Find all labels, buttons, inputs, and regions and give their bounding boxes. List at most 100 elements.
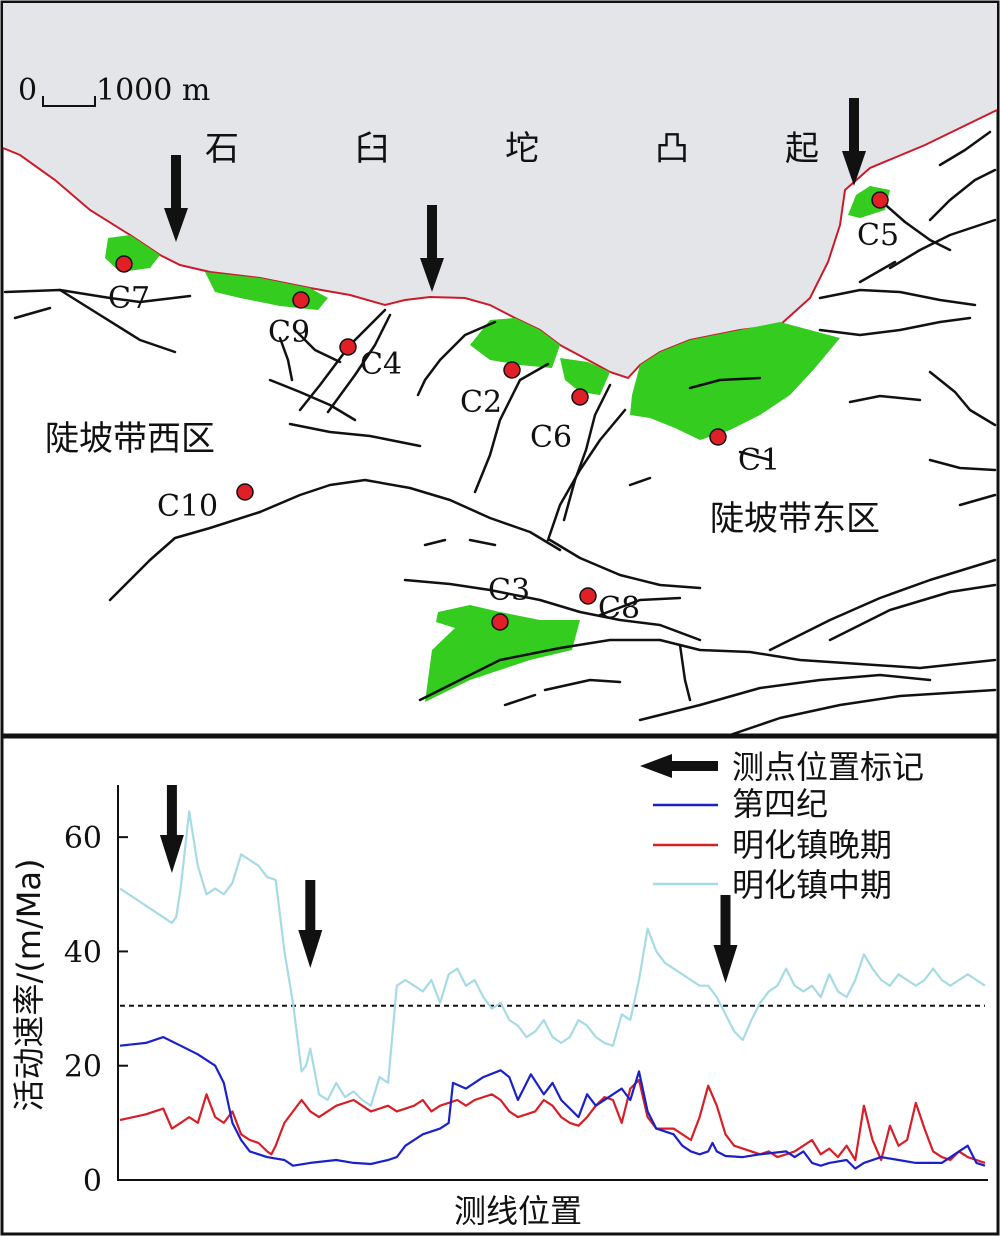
arrow-down-icon <box>420 205 444 292</box>
svg-text:C7: C7 <box>108 281 150 316</box>
svg-text:C1: C1 <box>738 443 780 478</box>
fault-line <box>468 538 497 547</box>
legend-label: 第四纪 <box>732 785 828 823</box>
svg-text:C5: C5 <box>857 218 899 253</box>
uplift-label-char: 起 <box>785 129 819 169</box>
fault-line <box>818 316 972 337</box>
sample-point-c10: C10 <box>157 483 254 524</box>
fault-line <box>423 538 447 547</box>
uplift-area <box>3 3 997 378</box>
scale-bar-line <box>42 96 96 107</box>
fault-line <box>562 383 612 522</box>
fault-line <box>326 313 392 414</box>
y-tick-label: 0 <box>83 1164 102 1199</box>
y-tick-label: 60 <box>64 821 102 856</box>
fault-line <box>403 578 702 642</box>
fault-line <box>278 336 294 382</box>
west-zone-label: 陡坡带西区 <box>45 419 215 459</box>
sample-point-c5: C5 <box>857 191 899 253</box>
svg-text:C2: C2 <box>460 385 502 420</box>
fault-line <box>828 583 997 642</box>
fault-line <box>298 308 387 412</box>
uplift-label-char: 坨 <box>505 129 539 169</box>
fault-line <box>818 288 977 307</box>
fault-line <box>543 678 622 692</box>
fault-line <box>418 638 662 702</box>
chart-frame <box>0 735 1000 1236</box>
legend-label: 测点位置标记 <box>732 748 924 786</box>
sample-point-c7: C7 <box>108 255 150 316</box>
arrow-down-icon <box>298 880 323 968</box>
arrow-down-icon <box>164 155 188 242</box>
fault-line <box>416 320 497 397</box>
y-axis-label: 活动速率/(m/Ma) <box>10 859 48 1112</box>
svg-text:C8: C8 <box>598 591 640 626</box>
sample-point-c9: C9 <box>268 291 310 350</box>
series-line-3 <box>119 810 986 1107</box>
map-arrows <box>164 98 866 292</box>
fault-line <box>268 378 357 422</box>
arrow-down-icon <box>842 98 866 186</box>
east-zone-label: 陡坡带东区 <box>710 499 880 539</box>
sample-point-c2: C2 <box>460 361 521 420</box>
legend-label: 明化镇中期 <box>732 866 892 904</box>
sample-point-c8: C8 <box>579 587 640 626</box>
fault-line <box>728 688 997 737</box>
sample-point-c1: C1 <box>709 428 780 478</box>
chart-series <box>119 810 986 1170</box>
fault-line <box>548 538 702 590</box>
fault-line <box>678 643 692 702</box>
fault-line <box>293 328 342 364</box>
fault-line <box>738 450 772 462</box>
legend-item-marker: 测点位置标记 <box>640 748 924 786</box>
fault-line <box>3 288 192 304</box>
legend-item-series-2: 明化镇晚期 <box>653 826 892 864</box>
svg-text:C6: C6 <box>530 420 572 455</box>
fault-line <box>878 198 952 252</box>
svg-text:C9: C9 <box>268 315 310 350</box>
fault-line <box>768 558 997 652</box>
svg-text:C3: C3 <box>488 573 530 608</box>
fault-line <box>503 693 537 707</box>
legend-item-series-3: 明化镇中期 <box>653 866 892 904</box>
fault-line <box>848 394 922 404</box>
uplift-label-char: 石 <box>205 129 239 169</box>
fault-line <box>658 638 997 670</box>
arrow-left-icon <box>640 754 718 778</box>
series-line-2 <box>119 1078 986 1164</box>
legend-label: 明化镇晚期 <box>732 826 892 864</box>
series-line-1 <box>119 1035 986 1170</box>
uplift-label-char: 臼 <box>355 129 389 169</box>
fault-line <box>928 458 997 472</box>
fault-line <box>546 408 627 542</box>
faults <box>3 130 997 737</box>
scale-bar-zero: 0 <box>18 73 37 108</box>
y-tick-label: 40 <box>64 935 102 970</box>
fault-line <box>938 130 992 167</box>
uplift-label-char: 凸 <box>655 129 689 169</box>
fault-line <box>13 306 52 320</box>
fault-line <box>958 493 997 507</box>
scale-bar: 0 1000 m <box>18 73 210 108</box>
arrow-down-icon <box>713 895 738 983</box>
sand-body-c2 <box>470 318 560 368</box>
x-axis-label: 测线位置 <box>454 1192 582 1230</box>
fault-line <box>638 703 702 722</box>
fault-line <box>58 288 177 354</box>
map-panel: 0 1000 m 石 臼 坨 凸 起 陡坡带西区 陡坡带东区 <box>0 0 1000 737</box>
uplift-label: 石 臼 坨 凸 起 <box>205 129 819 169</box>
arrow-down-icon <box>159 785 184 873</box>
fault-line <box>288 422 422 448</box>
fault-line <box>628 476 652 487</box>
sample-point-c6: C6 <box>530 388 589 455</box>
fault-line <box>928 168 997 222</box>
fault-line <box>698 673 932 707</box>
fault-line <box>688 376 762 390</box>
sample-point-c3: C3 <box>488 573 530 631</box>
fault-line <box>598 596 682 617</box>
sand-body-c1 <box>630 322 840 440</box>
chart-markers <box>159 785 738 983</box>
legend: 测点位置标记 第四纪 明化镇晚期 明化镇中期 <box>640 748 924 904</box>
